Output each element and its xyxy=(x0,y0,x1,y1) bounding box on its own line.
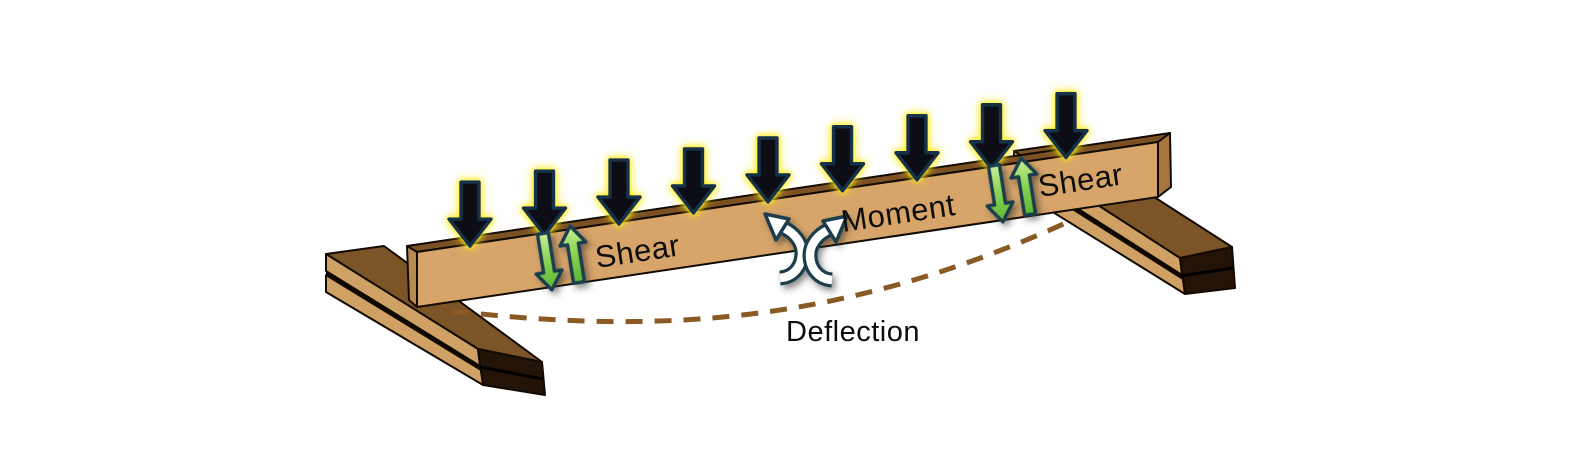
beam-right-end-face xyxy=(1157,132,1172,198)
moment-icon xyxy=(763,212,849,288)
moment-arrow-right xyxy=(802,214,849,288)
load-arrow xyxy=(819,125,866,193)
load-arrow xyxy=(894,114,940,182)
deflection-label: Deflection xyxy=(786,316,920,348)
beam-left-end-face xyxy=(406,245,418,308)
deflection-curve xyxy=(451,218,1072,325)
load-arrows xyxy=(447,91,1089,248)
load-arrow xyxy=(968,102,1015,171)
load-arrow xyxy=(670,147,717,215)
moment-arrow-left xyxy=(763,212,810,286)
load-arrow xyxy=(1043,91,1089,160)
load-arrow xyxy=(596,158,642,226)
left-support-end-gap-line xyxy=(479,365,544,381)
load-arrow xyxy=(521,169,568,237)
load-arrow xyxy=(447,180,493,248)
right-support-end-gap-line xyxy=(1180,266,1234,278)
load-arrow xyxy=(745,136,791,204)
